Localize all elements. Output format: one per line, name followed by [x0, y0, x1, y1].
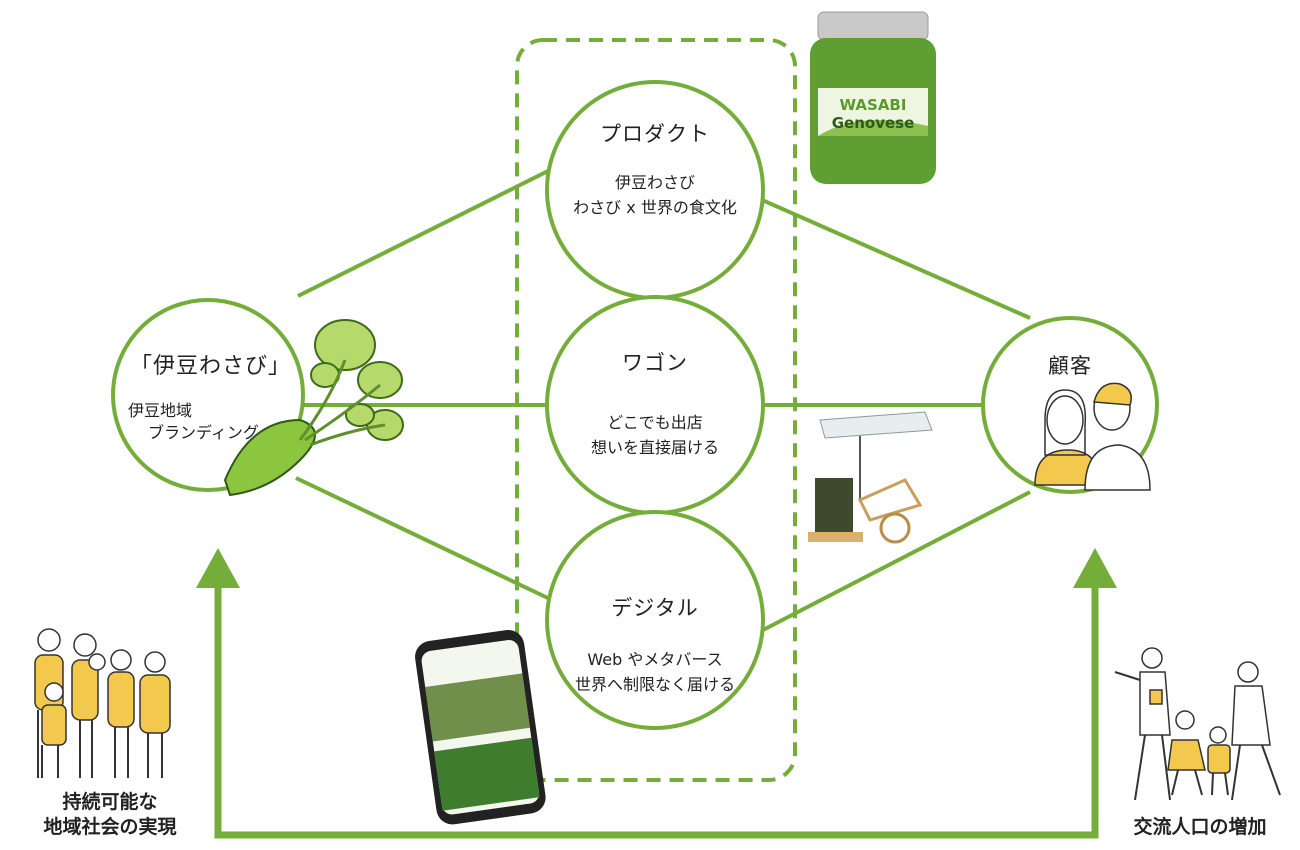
arrow-head-right	[1073, 548, 1117, 588]
footer-right-label: 交流人口の増加	[1133, 816, 1267, 838]
smartphone-image	[415, 630, 546, 825]
family-illustration	[34, 628, 171, 778]
wasabi-plant-illustration	[223, 319, 404, 497]
wagon-line1: どこでも出店	[607, 413, 703, 432]
digital-circle	[545, 510, 765, 730]
wasabi-jar-image: WASABI Genovese	[810, 11, 936, 184]
digital-line1: Web やメタバース	[587, 650, 723, 669]
brand-sub-line1: 伊豆地域	[128, 401, 193, 420]
footer-left-line2: 地域社会の実現	[43, 816, 177, 838]
wagon-line2: 想いを直接届ける	[590, 438, 719, 457]
jar-label-line2: Genovese	[832, 114, 915, 132]
footer-left-line1: 持続可能な	[62, 791, 158, 813]
product-line1: 伊豆わさび	[614, 173, 695, 192]
customer-title: 顧客	[1048, 354, 1092, 378]
couple-illustration	[1034, 382, 1151, 491]
brand-title: 「伊豆わさび」	[130, 354, 292, 379]
digital-line2: 世界へ制限なく届ける	[574, 675, 735, 694]
connector-lines	[295, 168, 1031, 632]
wagon-circle	[545, 295, 765, 515]
digital-title: デジタル	[611, 596, 699, 620]
feedback-arrow	[214, 585, 1099, 839]
product-title: プロダクト	[600, 122, 710, 146]
product-line2: わさび x 世界の食文化	[573, 198, 737, 217]
brand-sub-line2: ブランディング	[148, 423, 259, 442]
wagon-image	[808, 411, 933, 544]
arrow-head-left	[196, 548, 240, 588]
walking-people-illustration	[1114, 647, 1281, 801]
wagon-title: ワゴン	[622, 351, 688, 375]
jar-label-line1: WASABI	[840, 96, 907, 114]
channel-group-dashed-frame	[515, 38, 797, 782]
